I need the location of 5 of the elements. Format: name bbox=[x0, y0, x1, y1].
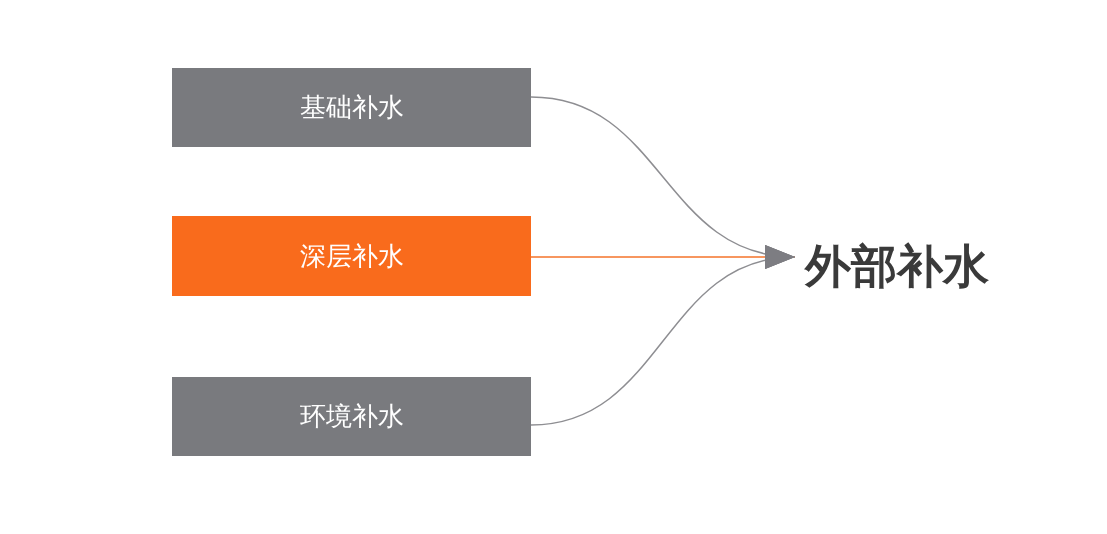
process-box: 基础补水 bbox=[172, 68, 531, 147]
process-box: 深层补水 bbox=[172, 216, 531, 296]
target-label: 外部补水 bbox=[805, 238, 989, 295]
arrow bbox=[530, 248, 796, 426]
process-box: 环境补水 bbox=[172, 377, 531, 456]
